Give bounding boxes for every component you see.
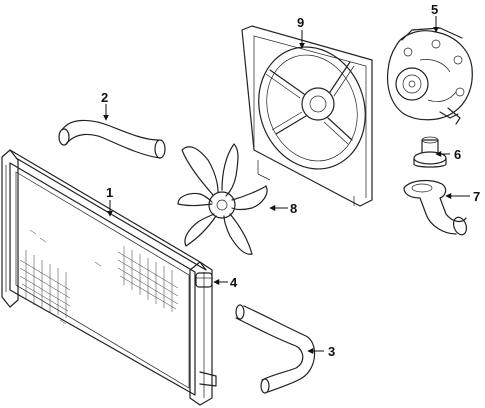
radiator bbox=[1, 149, 217, 406]
callout-2: 2 bbox=[101, 90, 108, 105]
callout-1: 1 bbox=[106, 185, 113, 200]
leader-lines bbox=[103, 16, 470, 354]
upper-hose bbox=[58, 119, 166, 159]
callout-7: 7 bbox=[473, 189, 480, 204]
callout-5: 5 bbox=[431, 2, 438, 17]
water-pump bbox=[386, 27, 473, 125]
radiator-fin-hatch bbox=[19, 229, 179, 325]
thermostat bbox=[413, 136, 447, 168]
fan-blade bbox=[177, 143, 268, 255]
fan-shroud bbox=[241, 25, 373, 207]
thermostat-housing bbox=[403, 179, 468, 236]
callout-6: 6 bbox=[454, 147, 461, 162]
callout-4: 4 bbox=[230, 275, 238, 290]
callout-3: 3 bbox=[328, 344, 335, 359]
lower-hose bbox=[235, 304, 316, 394]
callout-9: 9 bbox=[297, 15, 304, 30]
callout-8: 8 bbox=[290, 201, 297, 216]
drain-cap bbox=[195, 272, 213, 288]
